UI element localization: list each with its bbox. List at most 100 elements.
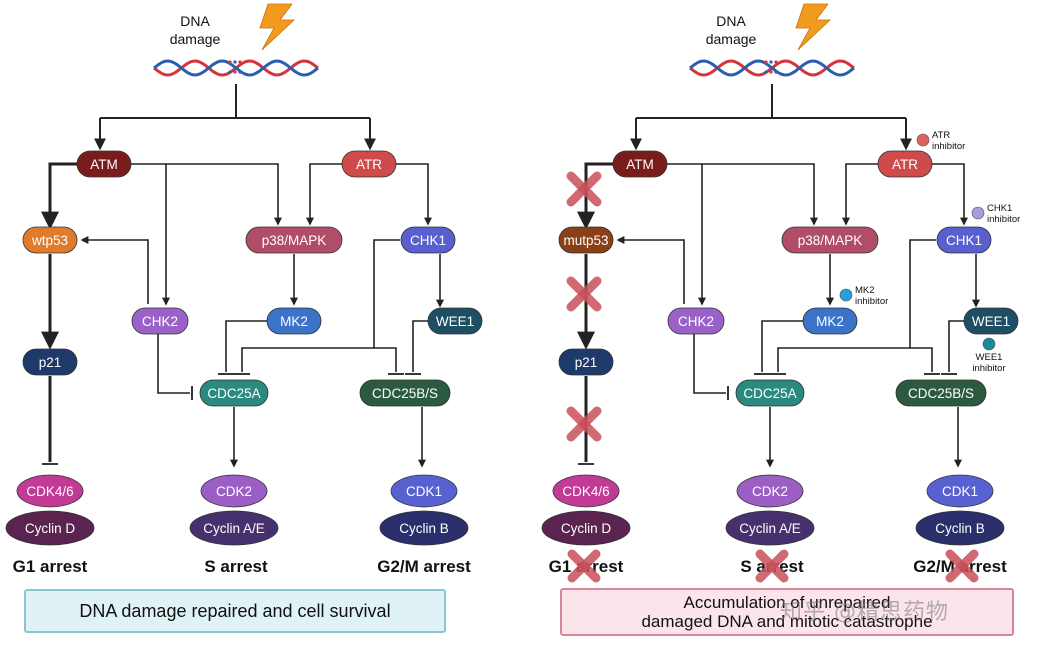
connector-line	[577, 162, 613, 230]
chk1-inhibitor-label-1: CHK1	[987, 203, 1012, 214]
p53-node-label: wtp53	[31, 233, 68, 248]
mk2-inhibitor-label-1: MK2	[855, 285, 875, 296]
s-arrest-label: S arrest	[204, 557, 268, 576]
p38-mapk-node-label: p38/MAPK	[262, 233, 327, 248]
dna-label-2: damage	[706, 31, 757, 47]
atr-node-label: ATR	[892, 157, 918, 172]
cyclin-ae-node-label: Cyclin A/E	[203, 521, 265, 536]
lightning-bolt-icon	[795, 3, 832, 51]
cyclin-b-node-label: Cyclin B	[399, 521, 449, 536]
g2m-arrest-label: G2/M arrest	[377, 557, 471, 576]
cyclin-ae-node	[725, 510, 815, 546]
cdk46-node-label: CDK4/6	[26, 484, 73, 499]
connector-line	[910, 347, 933, 372]
cyclin-b-node	[379, 510, 469, 546]
connector-line	[412, 320, 428, 372]
outcome-box-catastrophe: Accumulation of unrepaired damaged DNA a…	[560, 588, 1014, 636]
p21-node	[558, 348, 614, 376]
connector-line	[225, 320, 267, 372]
p21-node	[22, 348, 78, 376]
outcome-box-survival: DNA damage repaired and cell survival	[24, 589, 446, 633]
cdk2-node-label: CDK2	[752, 484, 788, 499]
connector-line	[761, 320, 803, 372]
chk1-inhibitor-label-2: inhibitor	[987, 214, 1020, 225]
chk1-node	[400, 226, 456, 254]
dna-label-2: damage	[170, 31, 221, 47]
cdk46-node	[552, 474, 620, 508]
wee1-inhibitor-label-2: inhibitor	[972, 363, 1005, 374]
dna-helix-icon	[689, 59, 855, 77]
p53-node	[558, 226, 614, 254]
connector-line	[616, 236, 685, 304]
cdk46-node	[16, 474, 84, 508]
cyclin-b-node-label: Cyclin B	[935, 521, 985, 536]
blocked-cross-icon	[755, 549, 789, 583]
wee1-inhibitor-icon	[982, 337, 996, 351]
blocked-cross-icon	[945, 549, 979, 583]
connector-line	[948, 320, 964, 372]
chk1-node-label: CHK1	[946, 233, 982, 248]
cdc25a-node-label: CDC25A	[743, 386, 796, 401]
blocked-cross-icon	[567, 549, 601, 583]
cdk2-node	[200, 474, 268, 508]
mk2-inhibitor-label-2: inhibitor	[855, 296, 888, 307]
p38-mapk-node	[245, 226, 343, 254]
atr-inhibitor-icon	[916, 133, 930, 147]
cdc25bs-node-label: CDC25B/S	[908, 386, 974, 401]
connector-line	[693, 334, 726, 394]
chk2-node-label: CHK2	[678, 314, 714, 329]
dna-helix-icon	[153, 59, 319, 77]
p21-node-label: p21	[575, 355, 598, 370]
cdk1-node-label: CDK1	[406, 484, 442, 499]
atr-node-label: ATR	[356, 157, 382, 172]
blocked-cross-icon	[566, 276, 602, 312]
cdc25bs-node	[359, 379, 451, 407]
chk1-inhibitor-icon	[971, 206, 985, 220]
wee1-node-label: WEE1	[436, 314, 474, 329]
cdc25bs-node-label: CDC25B/S	[372, 386, 438, 401]
cdc25bs-node	[895, 379, 987, 407]
p38-mapk-node	[781, 226, 879, 254]
outcome-text-line2: damaged DNA and mitotic catastrophe	[641, 612, 933, 631]
atm-node-label: ATM	[90, 157, 118, 172]
cyclin-ae-node-label: Cyclin A/E	[739, 521, 801, 536]
connector-line	[157, 334, 190, 394]
atr-inhibitor-label-1: ATR	[932, 130, 950, 141]
cyclin-d-node	[541, 510, 631, 546]
connector-line	[667, 163, 818, 226]
chk2-node-label: CHK2	[142, 314, 178, 329]
connector-line	[131, 163, 282, 226]
cyclin-b-node	[915, 510, 1005, 546]
cyclin-d-node-label: Cyclin D	[25, 521, 76, 536]
atr-inhibitor-label-2: inhibitor	[932, 141, 965, 152]
cdc25a-node-label: CDC25A	[207, 386, 260, 401]
connector-line	[241, 239, 400, 372]
watermark: 知乎 @精思药物	[780, 600, 949, 625]
cdk1-node	[390, 474, 458, 508]
cdk2-node	[736, 474, 804, 508]
blocked-cross-icon	[566, 406, 602, 442]
atm-node-label: ATM	[626, 157, 654, 172]
cyclin-d-node-label: Cyclin D	[561, 521, 612, 536]
cyclin-ae-node	[189, 510, 279, 546]
cyclin-d-node	[5, 510, 95, 546]
connector-line	[306, 163, 342, 226]
wee1-inhibitor-label-1: WEE1	[976, 352, 1003, 363]
mk2-node-label: MK2	[280, 314, 308, 329]
connector-line	[41, 162, 77, 230]
outcome-text: DNA damage repaired and cell survival	[79, 600, 391, 621]
cdc25a-node	[735, 379, 805, 407]
p38-mapk-node-label: p38/MAPK	[798, 233, 863, 248]
chk1-node	[936, 226, 992, 254]
g1-arrest-label: G1 arrest	[13, 557, 88, 576]
connector-line	[80, 236, 149, 304]
cdk2-node-label: CDK2	[216, 484, 252, 499]
connector-line	[842, 163, 878, 226]
dna-label-1: DNA	[716, 13, 746, 29]
cdk46-node-label: CDK4/6	[562, 484, 609, 499]
p21-node-label: p21	[39, 355, 62, 370]
connector-line	[932, 163, 968, 226]
